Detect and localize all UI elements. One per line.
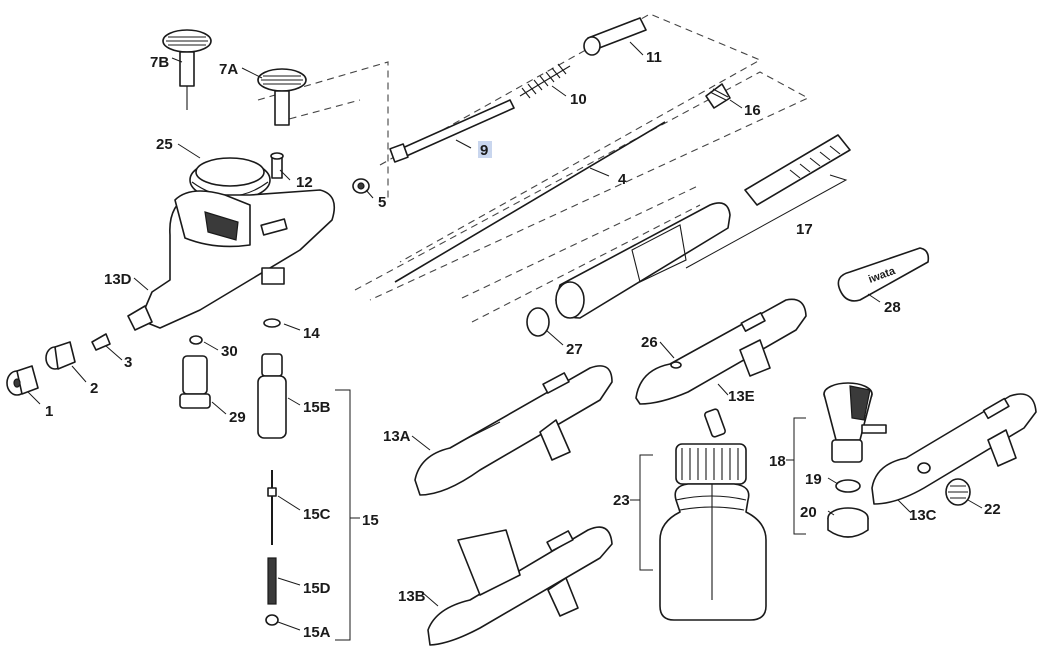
label-2: 2: [90, 380, 98, 397]
part-3-nozzle: [91, 333, 111, 351]
part-23-bottle: [659, 408, 767, 621]
label-13e: 13E: [728, 388, 755, 405]
label-15d: 15D: [303, 580, 331, 597]
label-27: 27: [566, 341, 583, 358]
part-10-spring: [519, 63, 571, 99]
label-3: 3: [124, 354, 132, 371]
label-28: 28: [884, 299, 901, 316]
part-16-handle-nut: [705, 83, 731, 109]
part-7b-trigger: [162, 29, 212, 110]
label-15c: 15C: [303, 506, 331, 523]
label-7a: 7A: [219, 61, 238, 78]
label-19: 19: [805, 471, 822, 488]
label-13d: 13D: [104, 271, 132, 288]
part-17-handle: [744, 134, 851, 206]
part-handle-barrel: [555, 202, 731, 319]
part-18-cup: [823, 382, 887, 463]
assembly-guide-lines: [257, 13, 810, 323]
label-23: 23: [613, 492, 630, 509]
part-5-packing: [352, 178, 370, 194]
part-14-o-ring: [263, 318, 281, 328]
part-28-wrench: iwata: [837, 247, 930, 302]
leader-lines: [27, 41, 983, 631]
label-13b: 13B: [398, 588, 426, 605]
label-9: 9: [480, 142, 488, 159]
label-1: 1: [45, 403, 53, 420]
label-10: 10: [570, 91, 587, 108]
part-22-screw: [945, 478, 971, 506]
part-19-o-ring: [835, 479, 861, 493]
label-11: 11: [646, 49, 662, 66]
label-22: 22: [984, 501, 1001, 518]
part-9-needle-chucking-guide: [389, 99, 515, 163]
label-29: 29: [229, 409, 246, 426]
part-1-needle-cap: [6, 365, 39, 396]
part-13a-body: [414, 365, 613, 496]
label-7b: 7B: [150, 54, 169, 71]
part-7a-trigger: [257, 68, 307, 126]
part-13d-body: [127, 189, 336, 331]
part-29-valve: [179, 355, 211, 409]
label-15b: 15B: [303, 399, 331, 416]
label-13c: 13C: [909, 507, 937, 524]
label-18: 18: [769, 453, 786, 470]
part-15a-valve-seal: [265, 614, 279, 626]
part-labels: 7B 7A 25 12 13D 5 9 10 11 4 16 17 27 28 …: [45, 49, 1001, 641]
label-16: 16: [744, 102, 761, 119]
label-14: 14: [303, 325, 320, 342]
part-2-nozzle-cap: [45, 341, 76, 370]
bracket-23: [630, 454, 653, 571]
label-25: 25: [156, 136, 173, 153]
label-9-highlight: [478, 141, 492, 158]
part-20-cup-nut: [827, 507, 869, 538]
bracket-15: [335, 389, 360, 641]
part-13c-body: [871, 393, 1037, 505]
label-4: 4: [618, 171, 627, 188]
part-27-o-ring: [526, 307, 550, 337]
part-13e-body: [635, 298, 807, 405]
part-12-pin: [270, 152, 284, 179]
part-11-needle-chucking-nut: [583, 17, 647, 56]
label-17: 17: [796, 221, 813, 238]
part-15c-valve-guide: [267, 470, 277, 545]
label-26: 26: [641, 334, 658, 351]
part-30-o-ring: [189, 335, 203, 345]
label-30: 30: [221, 343, 238, 360]
label-20: 20: [800, 504, 817, 521]
bracket-18: [786, 417, 806, 535]
label-13a: 13A: [383, 428, 411, 445]
label-5: 5: [378, 194, 386, 211]
label-15a: 15A: [303, 624, 331, 641]
part-15d-valve-spring: [267, 557, 277, 605]
bracket-17: [685, 174, 848, 269]
part-4-needle: [394, 121, 666, 283]
part-13b-body: [427, 526, 613, 646]
label-12: 12: [296, 174, 313, 191]
label-15: 15: [362, 512, 379, 529]
part-15b-valve-body: [257, 353, 287, 439]
